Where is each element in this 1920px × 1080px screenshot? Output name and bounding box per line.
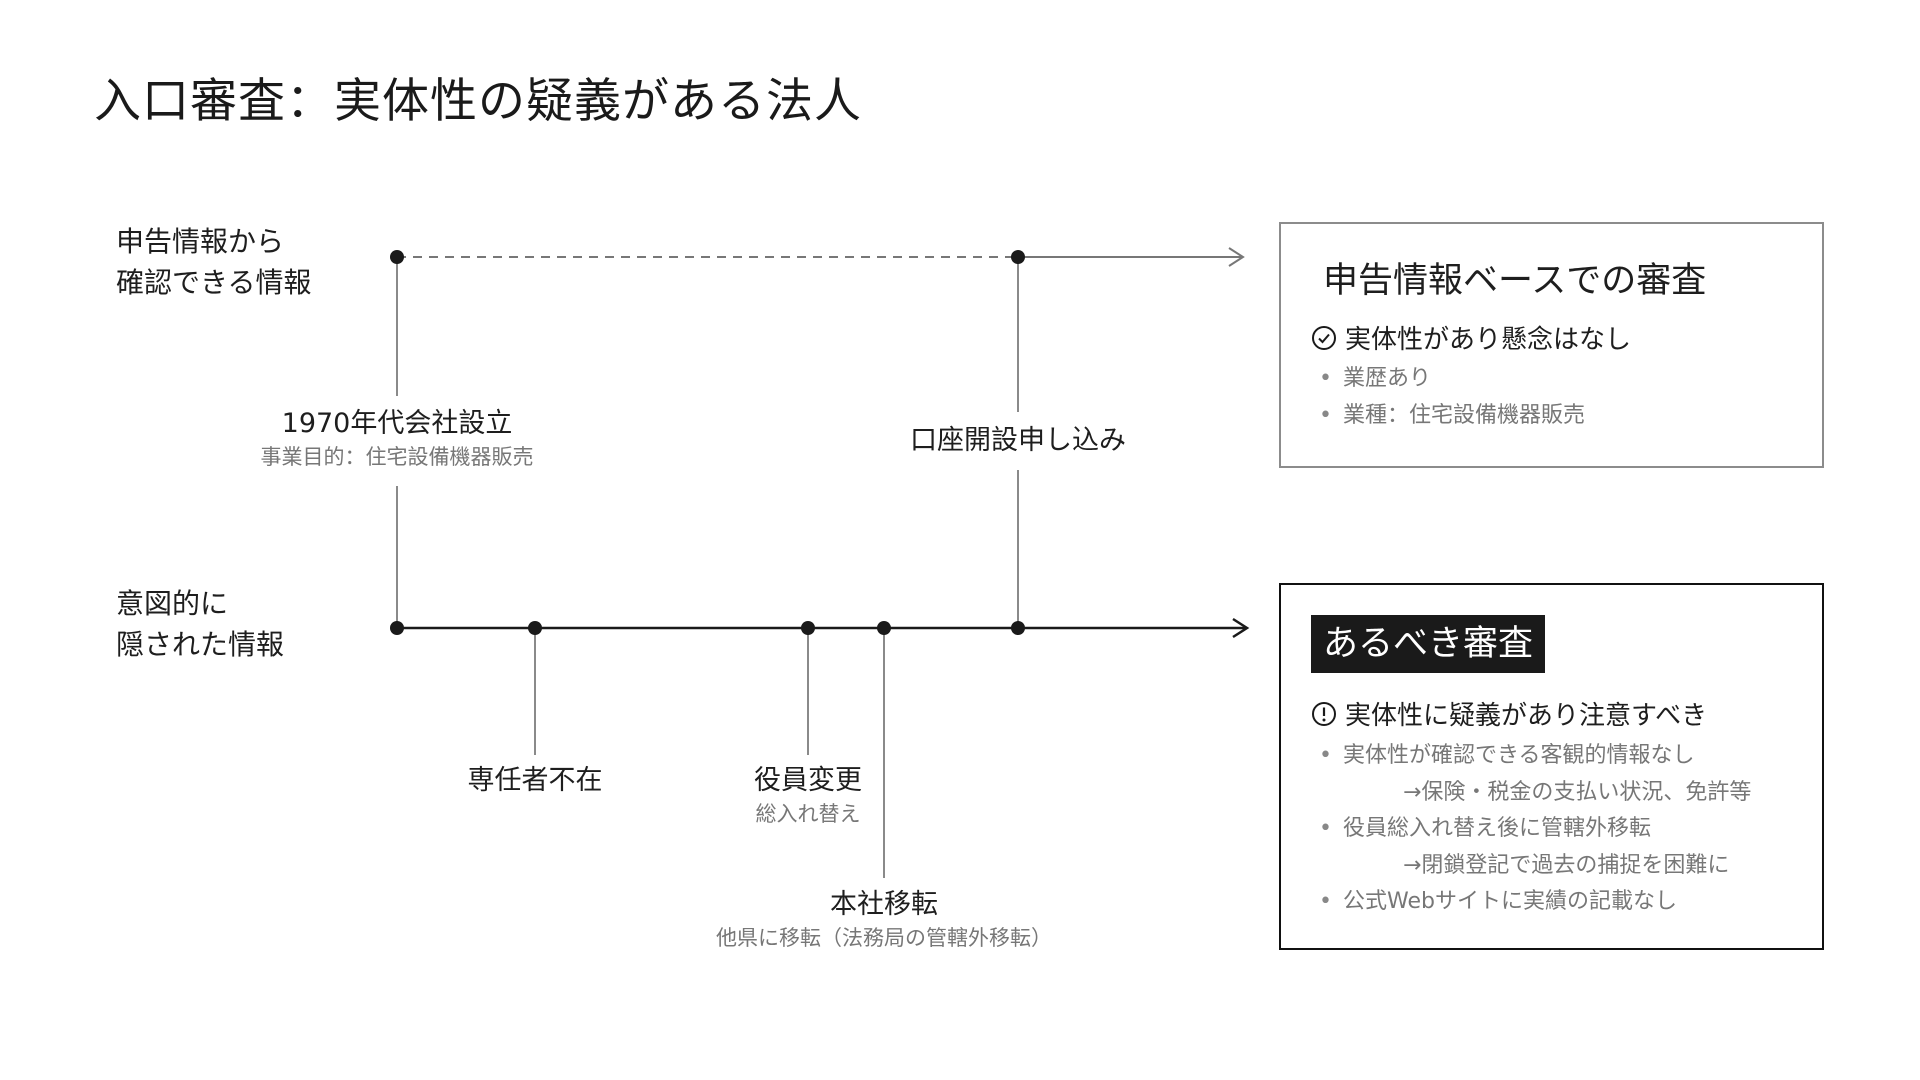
list-item: • 公式Webサイトに実績の記載なし — [1319, 884, 1751, 921]
declared-review-heading: 申告情報ベースでの審査 — [1323, 261, 1707, 301]
dot-founded-top — [390, 250, 404, 264]
row-label-hidden-line-1: 意図的に — [116, 587, 229, 620]
event-officer-change-sub: 総入れ替え — [755, 802, 861, 826]
exclamation-circle-icon — [1312, 701, 1336, 726]
event-officer-change: 役員変更 総入れ替え — [754, 763, 862, 829]
bullet-mark: • — [1319, 402, 1332, 428]
row-label-hidden: 意図的に 隠された情報 — [116, 583, 284, 665]
event-application-title: 口座開設申し込み — [910, 425, 1126, 456]
list-item: • 実体性が確認できる客観的情報なし — [1319, 738, 1751, 775]
top-timeline-arrow — [1228, 247, 1245, 267]
event-founded-sub: 事業目的：住宅設備機器販売 — [260, 445, 534, 469]
ideal-review-verdict: 実体性に疑義があり注意すべき — [1311, 695, 1707, 732]
bullet-text: 実体性が確認できる客観的情報なし — [1343, 743, 1695, 768]
list-item: • 業種：住宅設備機器販売 — [1319, 398, 1585, 435]
row-label-declared-line-2: 確認できる情報 — [116, 266, 312, 299]
page-title: 入口審査：実体性の疑義がある法人 — [94, 74, 862, 129]
event-officer-change-title: 役員変更 — [754, 765, 862, 796]
event-no-staff: 専任者不在 — [468, 763, 603, 799]
bullet-continuation: →閉鎖登記で過去の捕捉を困難に — [1403, 852, 1730, 878]
bullet-text: 公式Webサイトに実績の記載なし — [1343, 889, 1677, 914]
event-hq-move-sub: 他県に移転（法務局の管轄外移転） — [716, 926, 1052, 950]
declared-review-verdict-text: 実体性があり懸念はなし — [1345, 325, 1632, 355]
ideal-review-heading: あるべき審査 — [1311, 615, 1546, 673]
dot-application-top — [1011, 250, 1025, 264]
bullet-mark: • — [1319, 889, 1332, 914]
ideal-review-verdict-text: 実体性に疑義があり注意すべき — [1345, 701, 1708, 731]
bullet-mark: • — [1319, 366, 1332, 391]
event-founded: 1970年代会社設立 事業目的：住宅設備機器販売 — [261, 406, 534, 472]
row-label-declared-line-1: 申告情報から — [116, 225, 285, 258]
bullet-continuation: →保険・税金の支払い状況、免許等 — [1403, 779, 1752, 805]
bullet-text: 業歴あり — [1343, 366, 1432, 391]
bullet-mark: • — [1319, 743, 1332, 768]
dot-application-bottom — [1011, 621, 1025, 635]
row-label-hidden-line-2: 隠された情報 — [116, 628, 285, 661]
dot-officer-change — [801, 621, 815, 635]
event-application: 口座開設申し込み — [910, 423, 1126, 459]
row-label-declared: 申告情報から 確認できる情報 — [116, 221, 311, 303]
event-hq-move-title: 本社移転 — [830, 889, 938, 920]
bullet-mark: • — [1319, 816, 1332, 841]
bottom-timeline-arrow — [1232, 617, 1250, 639]
check-circle-icon — [1312, 325, 1336, 350]
list-item: • 業歴あり — [1319, 361, 1585, 398]
ideal-review-bullets: • 実体性が確認できる客観的情報なし →保険・税金の支払い状況、免許等 • 役員… — [1319, 738, 1751, 921]
list-item: • 役員総入れ替え後に管轄外移転 — [1319, 811, 1751, 848]
declared-review-verdict: 実体性があり懸念はなし — [1311, 319, 1631, 356]
event-hq-move: 本社移転 他県に移転（法務局の管轄外移転） — [716, 887, 1052, 953]
event-no-staff-title: 専任者不在 — [467, 765, 603, 796]
bullet-text: 役員総入れ替え後に管轄外移転 — [1343, 816, 1652, 841]
dot-hq-move — [877, 621, 891, 635]
declared-review-bullets: • 業歴あり • 業種：住宅設備機器販売 — [1319, 361, 1585, 434]
ideal-review-box: あるべき審査 実体性に疑義があり注意すべき • 実体性が確認できる客観的情報なし… — [1279, 583, 1824, 950]
declared-review-box: 申告情報ベースでの審査 実体性があり懸念はなし • 業歴あり • 業種：住宅設備… — [1279, 222, 1824, 468]
bullet-text: 業種：住宅設備機器販売 — [1343, 402, 1586, 428]
event-founded-title: 1970年代会社設立 — [281, 408, 513, 439]
dot-no-staff — [528, 621, 542, 635]
dot-founded-bottom — [390, 621, 404, 635]
